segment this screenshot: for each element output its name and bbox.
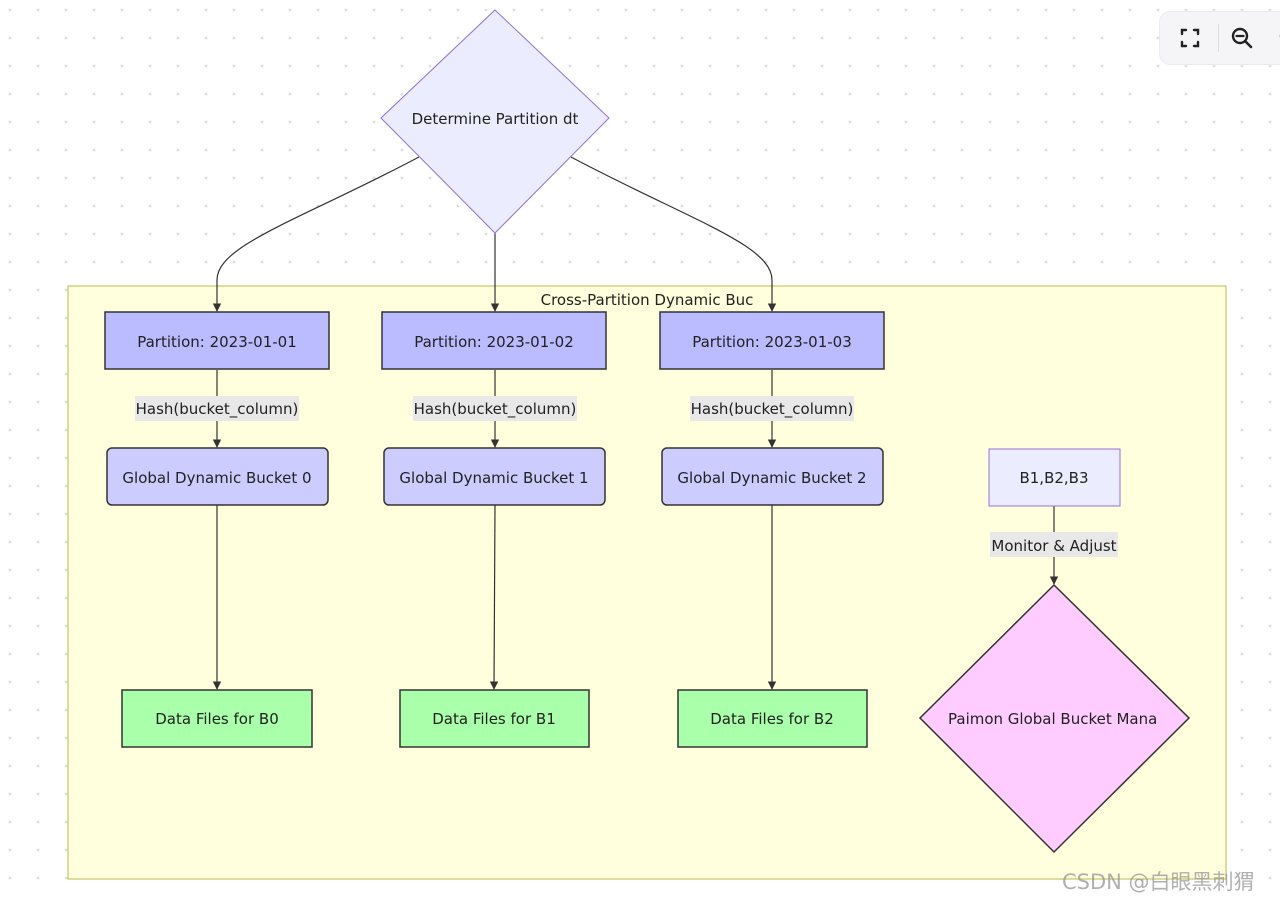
edge-label-monitor-text: Monitor & Adjust (991, 537, 1116, 555)
partition-node-0: Partition: 2023-01-01 (104, 311, 330, 370)
bucket-label-2: Global Dynamic Bucket 2 (677, 469, 866, 487)
datafile-node-2: Data Files for B2 (677, 689, 868, 748)
datafile-node-1: Data Files for B1 (399, 689, 590, 748)
bucket-label-0: Global Dynamic Bucket 0 (122, 469, 311, 487)
partition-label-1: Partition: 2023-01-02 (414, 333, 574, 351)
edge-label-hash-0: Hash(bucket_column) (135, 396, 299, 421)
bucket-list-label: B1,B2,B3 (1019, 469, 1088, 487)
datafile-label-1: Data Files for B1 (432, 710, 556, 728)
edge-label-hash-2: Hash(bucket_column) (690, 396, 854, 421)
edge-decision-partition-0 (212, 156, 420, 312)
bucket-node-2: Global Dynamic Bucket 2 (661, 447, 884, 506)
edge-decision-partition-2 (570, 156, 777, 312)
edge-bucket-datafile-1 (489, 504, 499, 690)
partition-label-0: Partition: 2023-01-01 (137, 333, 297, 351)
manager-node: Paimon Global Bucket Mana (918, 583, 1191, 854)
zoom-out-icon (1279, 34, 1280, 38)
zoom-out-button[interactable] (1274, 22, 1280, 54)
edge-label-hash-1: Hash(bucket_column) (413, 396, 577, 421)
fullscreen-icon (1180, 28, 1200, 48)
partition-label-2: Partition: 2023-01-03 (692, 333, 852, 351)
bucket-node-0: Global Dynamic Bucket 0 (106, 447, 329, 506)
partition-node-1: Partition: 2023-01-02 (381, 311, 607, 370)
toolbar-divider (1218, 24, 1219, 52)
edge-label-monitor: Monitor & Adjust (990, 532, 1118, 557)
datafile-label-0: Data Files for B0 (155, 710, 279, 728)
edge-label-hash-text-2: Hash(bucket_column) (691, 400, 854, 419)
partition-node-2: Partition: 2023-01-03 (659, 311, 885, 370)
datafile-node-0: Data Files for B0 (121, 689, 313, 748)
bucket-list-node: B1,B2,B3 (988, 448, 1121, 507)
edge-label-hash-text-0: Hash(bucket_column) (136, 400, 299, 419)
datafile-label-2: Data Files for B2 (710, 710, 834, 728)
watermark: CSDN @白眼黑刺猬 (1062, 870, 1255, 894)
subgraph-title: Cross-Partition Dynamic Buc (541, 291, 754, 309)
bucket-node-1: Global Dynamic Bucket 1 (383, 447, 606, 506)
decision-node: Determine Partition dt (380, 9, 610, 234)
edge-label-hash-text-1: Hash(bucket_column) (414, 400, 577, 419)
decision-label: Determine Partition dt (412, 110, 579, 128)
fullscreen-button[interactable] (1174, 22, 1206, 54)
zoom-in-button[interactable] (1226, 22, 1258, 54)
diagram-toolbar (1160, 12, 1280, 64)
bucket-label-1: Global Dynamic Bucket 1 (399, 469, 588, 487)
zoom-in-icon (1231, 27, 1253, 49)
manager-label: Paimon Global Bucket Mana (948, 710, 1157, 728)
